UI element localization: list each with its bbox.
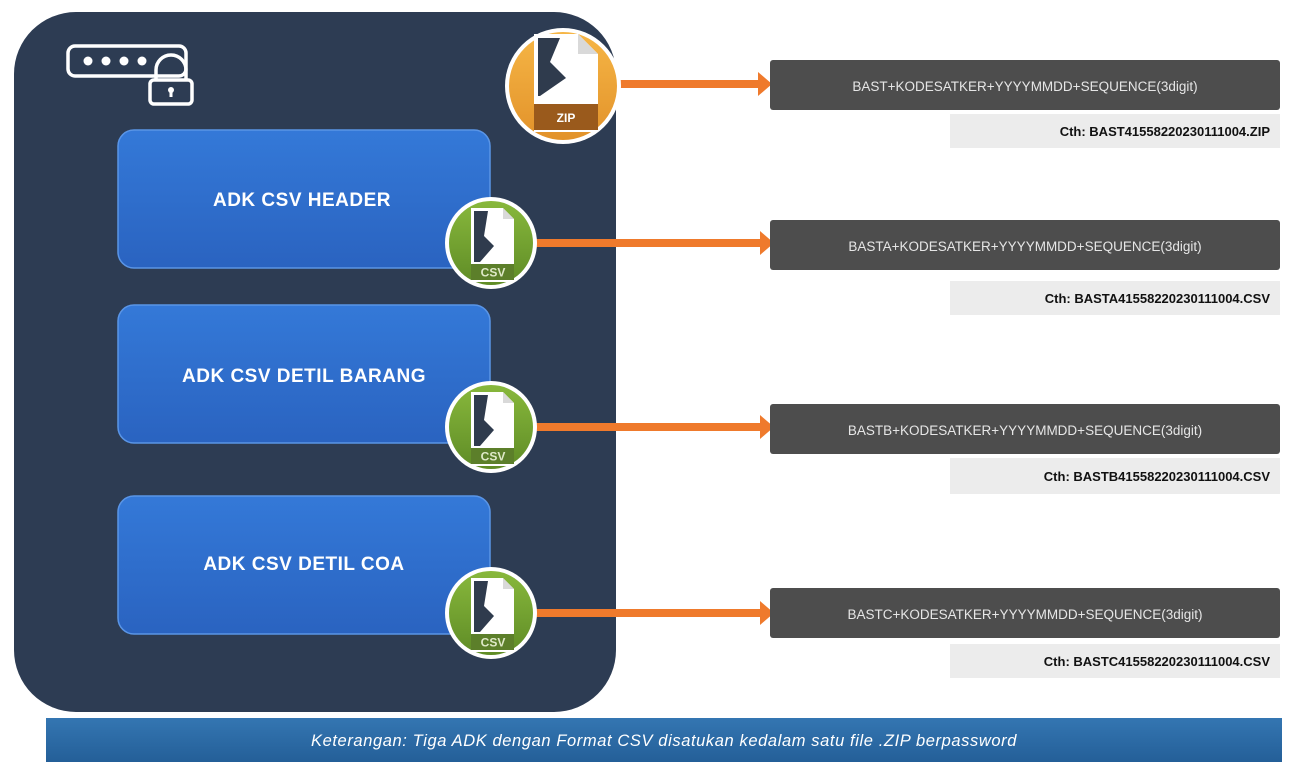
naming-csv-barang: BASTB+KODESATKER+YYYYMMDD+SEQUENCE(3digi… [770,404,1280,494]
csv-icon-caption: CSV [481,266,506,280]
naming-pattern: BASTC+KODESATKER+YYYYMMDD+SEQUENCE(3digi… [848,607,1203,622]
arrow-csv-barang [530,415,774,439]
naming-csv-coa: BASTC+KODESATKER+YYYYMMDD+SEQUENCE(3digi… [770,588,1280,678]
arrow-zip [612,72,772,96]
csv-file-icon: CSV [445,197,537,289]
csv-icon-caption: CSV [481,450,506,464]
naming-pattern: BASTB+KODESATKER+YYYYMMDD+SEQUENCE(3digi… [848,423,1202,438]
naming-example: Cth: BASTA41558220230111004.CSV [1045,291,1271,306]
naming-pattern: BASTA+KODESATKER+YYYYMMDD+SEQUENCE(3digi… [848,239,1201,254]
adk-box-label: ADK CSV DETIL COA [203,554,404,575]
zip-icon-caption: ZIP [557,111,576,125]
csv-icon-caption: CSV [481,636,506,650]
arrow-csv-coa [530,601,774,625]
arrow-csv-header [530,231,774,255]
zip-file-icon: ZIP [505,28,621,144]
adk-box-label: ADK CSV DETIL BARANG [182,366,426,387]
naming-example: Cth: BASTB41558220230111004.CSV [1044,469,1271,484]
csv-file-icon: CSV [445,381,537,473]
footer-note: Keterangan: Tiga ADK dengan Format CSV d… [46,718,1282,762]
adk-box-header: ADK CSV HEADER [117,129,491,269]
adk-box-detil-barang: ADK CSV DETIL BARANG [117,304,491,444]
naming-example: Cth: BAST41558220230111004.ZIP [1060,124,1271,139]
naming-csv-header: BASTA+KODESATKER+YYYYMMDD+SEQUENCE(3digi… [770,220,1280,315]
adk-box-detil-coa: ADK CSV DETIL COA [117,495,491,635]
naming-example: Cth: BASTC41558220230111004.CSV [1044,654,1271,669]
naming-pattern: BAST+KODESATKER+YYYYMMDD+SEQUENCE(3digit… [852,79,1197,94]
naming-zip: BAST+KODESATKER+YYYYMMDD+SEQUENCE(3digit… [770,60,1280,148]
footer-note-text: Keterangan: Tiga ADK dengan Format CSV d… [311,732,1017,750]
csv-file-icon: CSV [445,567,537,659]
adk-box-label: ADK CSV HEADER [213,190,391,211]
password-lock-icon [66,44,194,106]
